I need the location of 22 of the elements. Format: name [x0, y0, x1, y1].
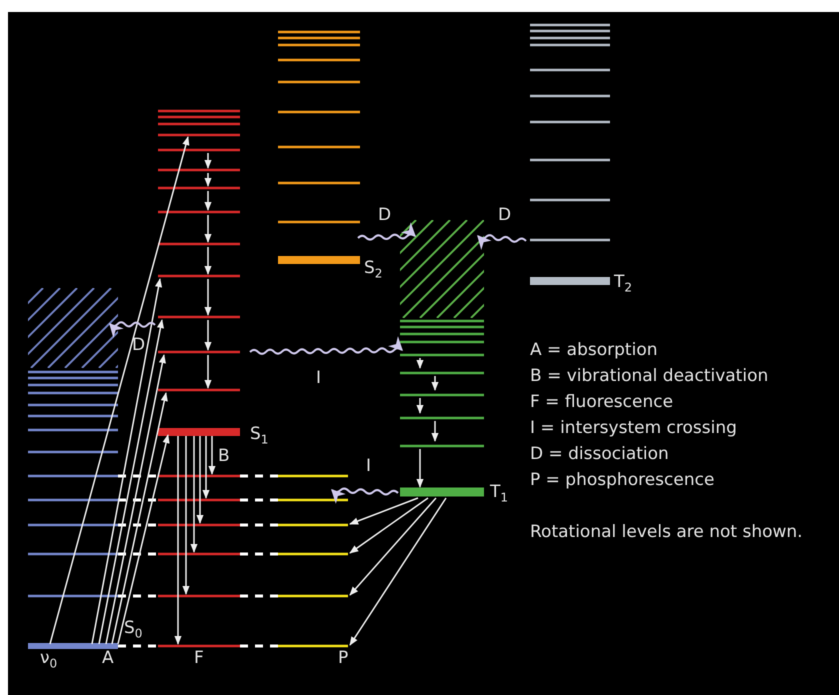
level-label: F [194, 648, 204, 668]
level-label: B [218, 446, 230, 466]
level-label: S$_{0}$ [124, 618, 142, 642]
level-label: D [498, 205, 512, 225]
legend-text: F = fluorescence [530, 392, 674, 412]
level-label: ν$_{0}$ [40, 648, 58, 672]
legend-text: A = absorption [530, 340, 658, 360]
legend-text: D = dissociation [530, 444, 669, 464]
level-label: T$_{2}$ [614, 272, 632, 296]
legend-text: B = vibrational deactivation [530, 366, 768, 386]
level-label: P [338, 648, 348, 668]
level-label: T$_{1}$ [490, 482, 508, 506]
level-label: S$_{2}$ [364, 258, 382, 282]
level-label: D [378, 205, 392, 225]
legend-text: P = phosphorescence [530, 470, 714, 490]
level-label: A [102, 648, 114, 668]
level-label: I [366, 456, 372, 476]
note: Rotational levels are not shown. [530, 522, 803, 542]
level-label: I [316, 368, 322, 388]
level-label: S$_{1}$ [250, 424, 268, 448]
level-label: D [132, 335, 146, 355]
legend-text: I = intersystem crossing [530, 418, 737, 438]
